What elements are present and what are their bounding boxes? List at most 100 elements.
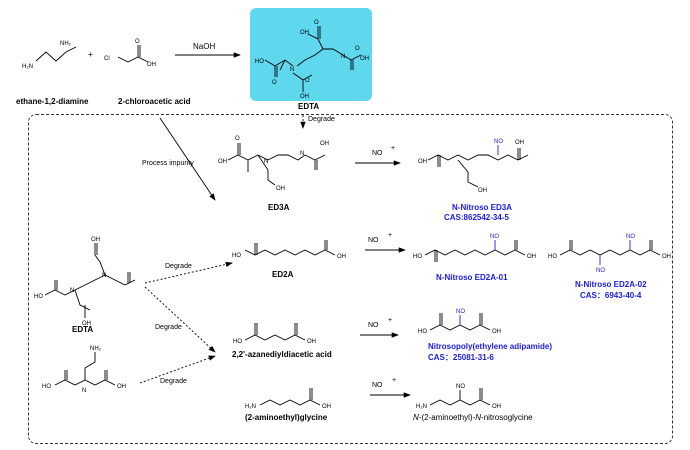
chloroacetic-skeleton xyxy=(117,56,149,63)
atom-no-ned2a01: NO xyxy=(490,234,499,240)
degrade-label-ed2a: Degrade xyxy=(165,263,192,270)
atom-n-edta2: N xyxy=(341,54,345,60)
atom-ho-edta: HO xyxy=(255,59,264,65)
nitroso-ed2a02-structure xyxy=(559,240,661,265)
no-label-3: NO xyxy=(368,322,379,329)
atom-ho-ned2a01: HO xyxy=(413,254,422,260)
atom-o-edta2: O xyxy=(355,46,360,52)
atom-no-nitrosopoly: NO xyxy=(456,309,465,315)
left-bottom-structure xyxy=(54,352,116,386)
no-charge-4: + xyxy=(392,377,397,384)
atom-oh-ned2a02: OH xyxy=(662,254,671,260)
nitroso-ed3a-name: N-Nitroso ED3A xyxy=(452,203,513,212)
atom-o-edta1: O xyxy=(314,20,319,26)
nitroso-aeg-structure xyxy=(429,388,491,406)
degrade-label-aeg: Degrade xyxy=(160,378,187,385)
atom-oh-aeg: OH xyxy=(322,404,331,410)
nitroso-ed3a-structure xyxy=(427,145,529,188)
nitrosopoly-cas: CAS：25081-31-6 xyxy=(428,353,494,362)
atom-oh-ned3a2: OH xyxy=(418,159,427,165)
nitroso-aeg-n1: N xyxy=(413,413,419,422)
atom-o-edta3: O xyxy=(272,80,277,86)
atom-o-edta4: O xyxy=(305,78,310,84)
atom-oh-ned3a: OH xyxy=(515,140,524,146)
atom-h2n-naeg: H₂N xyxy=(416,404,427,410)
no-charge-1: + xyxy=(391,145,396,152)
atom-oh-ed3a1: OH xyxy=(218,159,227,165)
atom-oh-naeg: OH xyxy=(492,404,501,410)
ed2a-structure xyxy=(244,240,336,256)
atom-oh-aza: OH xyxy=(307,339,316,345)
atom-h2n-1: H₂N xyxy=(22,64,33,70)
atom-ho-left: HO xyxy=(42,384,51,390)
nitroso-aeg-suffix: -nitrosoglycine xyxy=(481,413,533,422)
atom-oh-ed3a2: OH xyxy=(320,141,329,147)
edta-top-structure xyxy=(264,26,362,92)
atom-n-left: N xyxy=(82,388,86,394)
atom-oh-ed2a: OH xyxy=(337,254,346,260)
no-charge-3: + xyxy=(388,317,393,324)
atom-n-edtaleft2: N xyxy=(102,273,106,279)
atom-oh-edtaleft1: OH xyxy=(91,237,100,243)
edta-top-label: EDTA xyxy=(298,102,320,111)
atom-oh-ned3a3: OH xyxy=(478,188,487,194)
degrade-arrow-aza xyxy=(144,286,216,353)
plus-sign: + xyxy=(88,50,93,59)
atom-n-edta1: N xyxy=(290,67,294,73)
nitroso-ed2a01-name: N-Nitroso ED2A-01 xyxy=(436,273,508,282)
degrade-arrow-aeg xyxy=(139,355,216,384)
degrade-label-top: Degrade xyxy=(308,116,335,123)
edta-left-label: EDTA xyxy=(72,325,94,334)
edta-left-structure xyxy=(44,243,136,318)
ed2a-label: ED2A xyxy=(272,270,294,279)
nitroso-aeg-mid: -(2-aminoethyl)- xyxy=(418,413,476,422)
atom-oh-edta3: OH xyxy=(300,94,309,100)
nitroso-aeg-n2: N xyxy=(475,413,482,422)
atom-oh-ed3a3: OH xyxy=(276,186,285,192)
process-impurity-label: Process impurity xyxy=(142,160,194,167)
atom-o-1: O xyxy=(135,39,140,45)
ethylenediamine-skeleton xyxy=(35,46,77,62)
degradation-region xyxy=(28,114,673,444)
atom-ho-edtaleft: HO xyxy=(34,294,43,300)
process-impurity-arrow xyxy=(159,117,216,201)
atom-oh-edtaleft2: OH xyxy=(82,321,91,327)
aza-structure xyxy=(244,323,306,341)
atom-no-ned2a02-2: NO xyxy=(596,268,605,274)
nitroso-aeg-name: N-(2-aminoethyl)-N-nitrosoglycine xyxy=(413,413,533,422)
no-label-4: NO xyxy=(372,382,383,389)
atom-oh-ned2a01: OH xyxy=(527,254,536,260)
atom-cl: Cl xyxy=(104,56,110,62)
aeg-structure xyxy=(259,388,321,406)
nitrosopoly-name: Nitrosopoly(ethylene adipamide) xyxy=(428,342,553,351)
nitroso-ed2a01-structure xyxy=(424,240,526,262)
atom-no-ned2a02-1: NO xyxy=(626,234,635,240)
atom-oh-1: OH xyxy=(147,62,156,68)
atom-n-edtaleft1: N xyxy=(70,288,74,294)
aeg-label: (2-aminoethyl)glycine xyxy=(245,413,328,422)
atom-no-naeg: NO xyxy=(456,384,465,390)
nitroso-ed2a02-name: N-Nitroso ED2A-02 xyxy=(575,280,647,289)
atom-no-ed3a: NO xyxy=(494,139,503,145)
aza-label: 2,2'-azanediyldiacetic acid xyxy=(232,350,332,359)
atom-oh-edta2: OH xyxy=(360,56,369,62)
no-label-1: NO xyxy=(372,150,383,157)
atom-o-ed3a1: O xyxy=(235,136,240,142)
atom-ho-aza: HO xyxy=(233,339,242,345)
ed3a-label: ED3A xyxy=(268,203,290,212)
degrade-label-aza: Degrade xyxy=(155,324,182,331)
atom-ho-nitrosopoly: HO xyxy=(418,329,427,335)
reagent2-label: 2-chloroacetic acid xyxy=(118,97,191,106)
nitroso-ed3a-cas: CAS:862542-34-5 xyxy=(444,213,509,222)
edta-highlight-box xyxy=(250,8,372,101)
no-charge-2: + xyxy=(388,232,393,239)
atom-h2n-aeg: H₂N xyxy=(245,404,256,410)
naoh-label: NaOH xyxy=(193,42,216,51)
nitroso-ed2a02-cas: CAS：6943-40-4 xyxy=(580,291,642,300)
atom-oh-left: OH xyxy=(117,384,126,390)
no-label-2: NO xyxy=(368,237,379,244)
atom-ho-ned2a02: HO xyxy=(548,254,557,260)
degrade-arrow-ed2a xyxy=(144,261,233,284)
ed3a-structure xyxy=(227,143,326,186)
